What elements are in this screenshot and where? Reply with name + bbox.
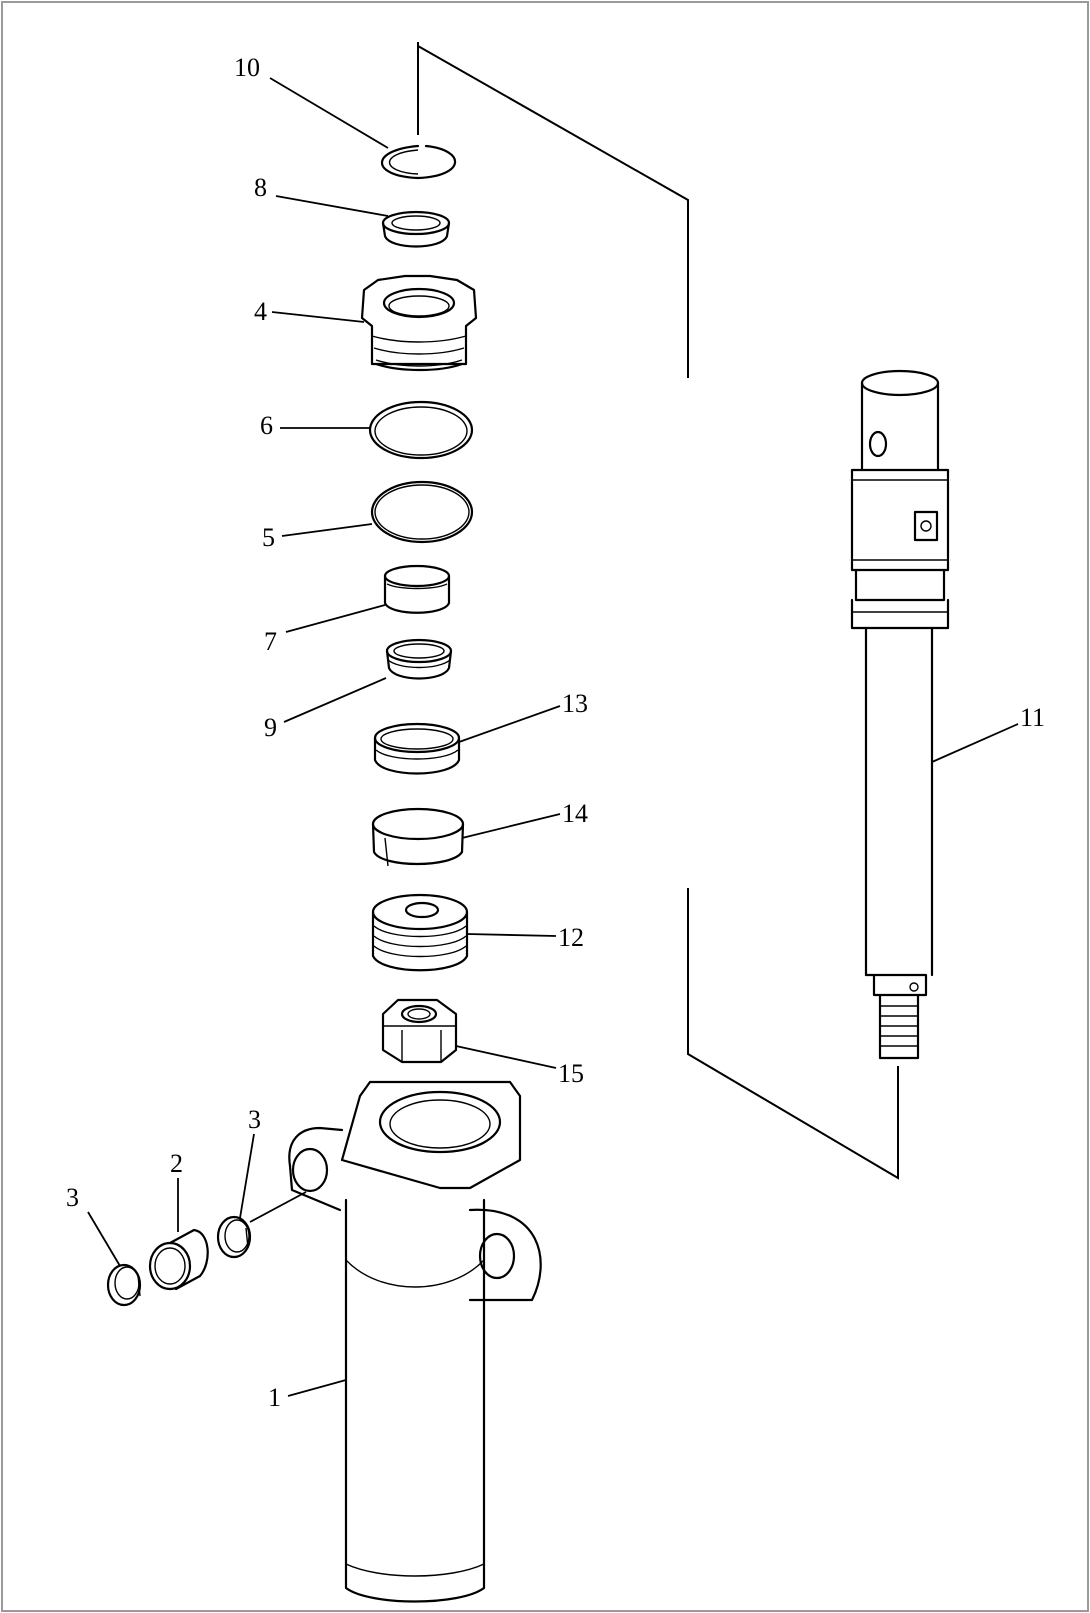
callout-10: 10 [234,53,260,82]
callout-1: 1 [268,1383,281,1412]
part-12-piston [371,893,469,972]
part-4-cylinder-head [360,274,478,372]
leader-lines [87,77,1019,1397]
part-5-o-ring [370,480,474,544]
part-15-nut [381,998,458,1064]
callout-3-right: 3 [248,1105,261,1134]
callout-4: 4 [254,297,267,326]
callout-15: 15 [558,1059,584,1088]
callout-6: 6 [260,411,273,440]
part-10-snap-ring [380,144,457,180]
callout-9: 9 [264,713,277,742]
callout-12: 12 [558,923,584,952]
part-7-bushing [383,564,451,614]
part-11-piston-rod [850,369,950,1060]
callout-2: 2 [170,1149,183,1178]
callout-13: 13 [562,689,588,718]
assembly-bracket [417,42,899,1180]
part-1-cylinder-tube [288,1080,542,1603]
part-2-bushing [148,1228,209,1291]
part-14-piston-ring [371,807,465,867]
part-3-dust-seal-left [106,1263,142,1307]
part-13-wear-ring [373,722,461,775]
callout-7: 7 [264,627,277,656]
part-6-backup-ring [368,400,474,460]
callout-8: 8 [254,173,267,202]
part-8-dust-seal [381,210,451,248]
callout-3-left: 3 [66,1183,79,1212]
callout-11: 11 [1020,703,1045,732]
callout-5: 5 [262,523,275,552]
part-3-dust-seal-right [216,1215,252,1259]
part-9-rod-seal [385,638,453,680]
callout-14: 14 [562,799,588,828]
